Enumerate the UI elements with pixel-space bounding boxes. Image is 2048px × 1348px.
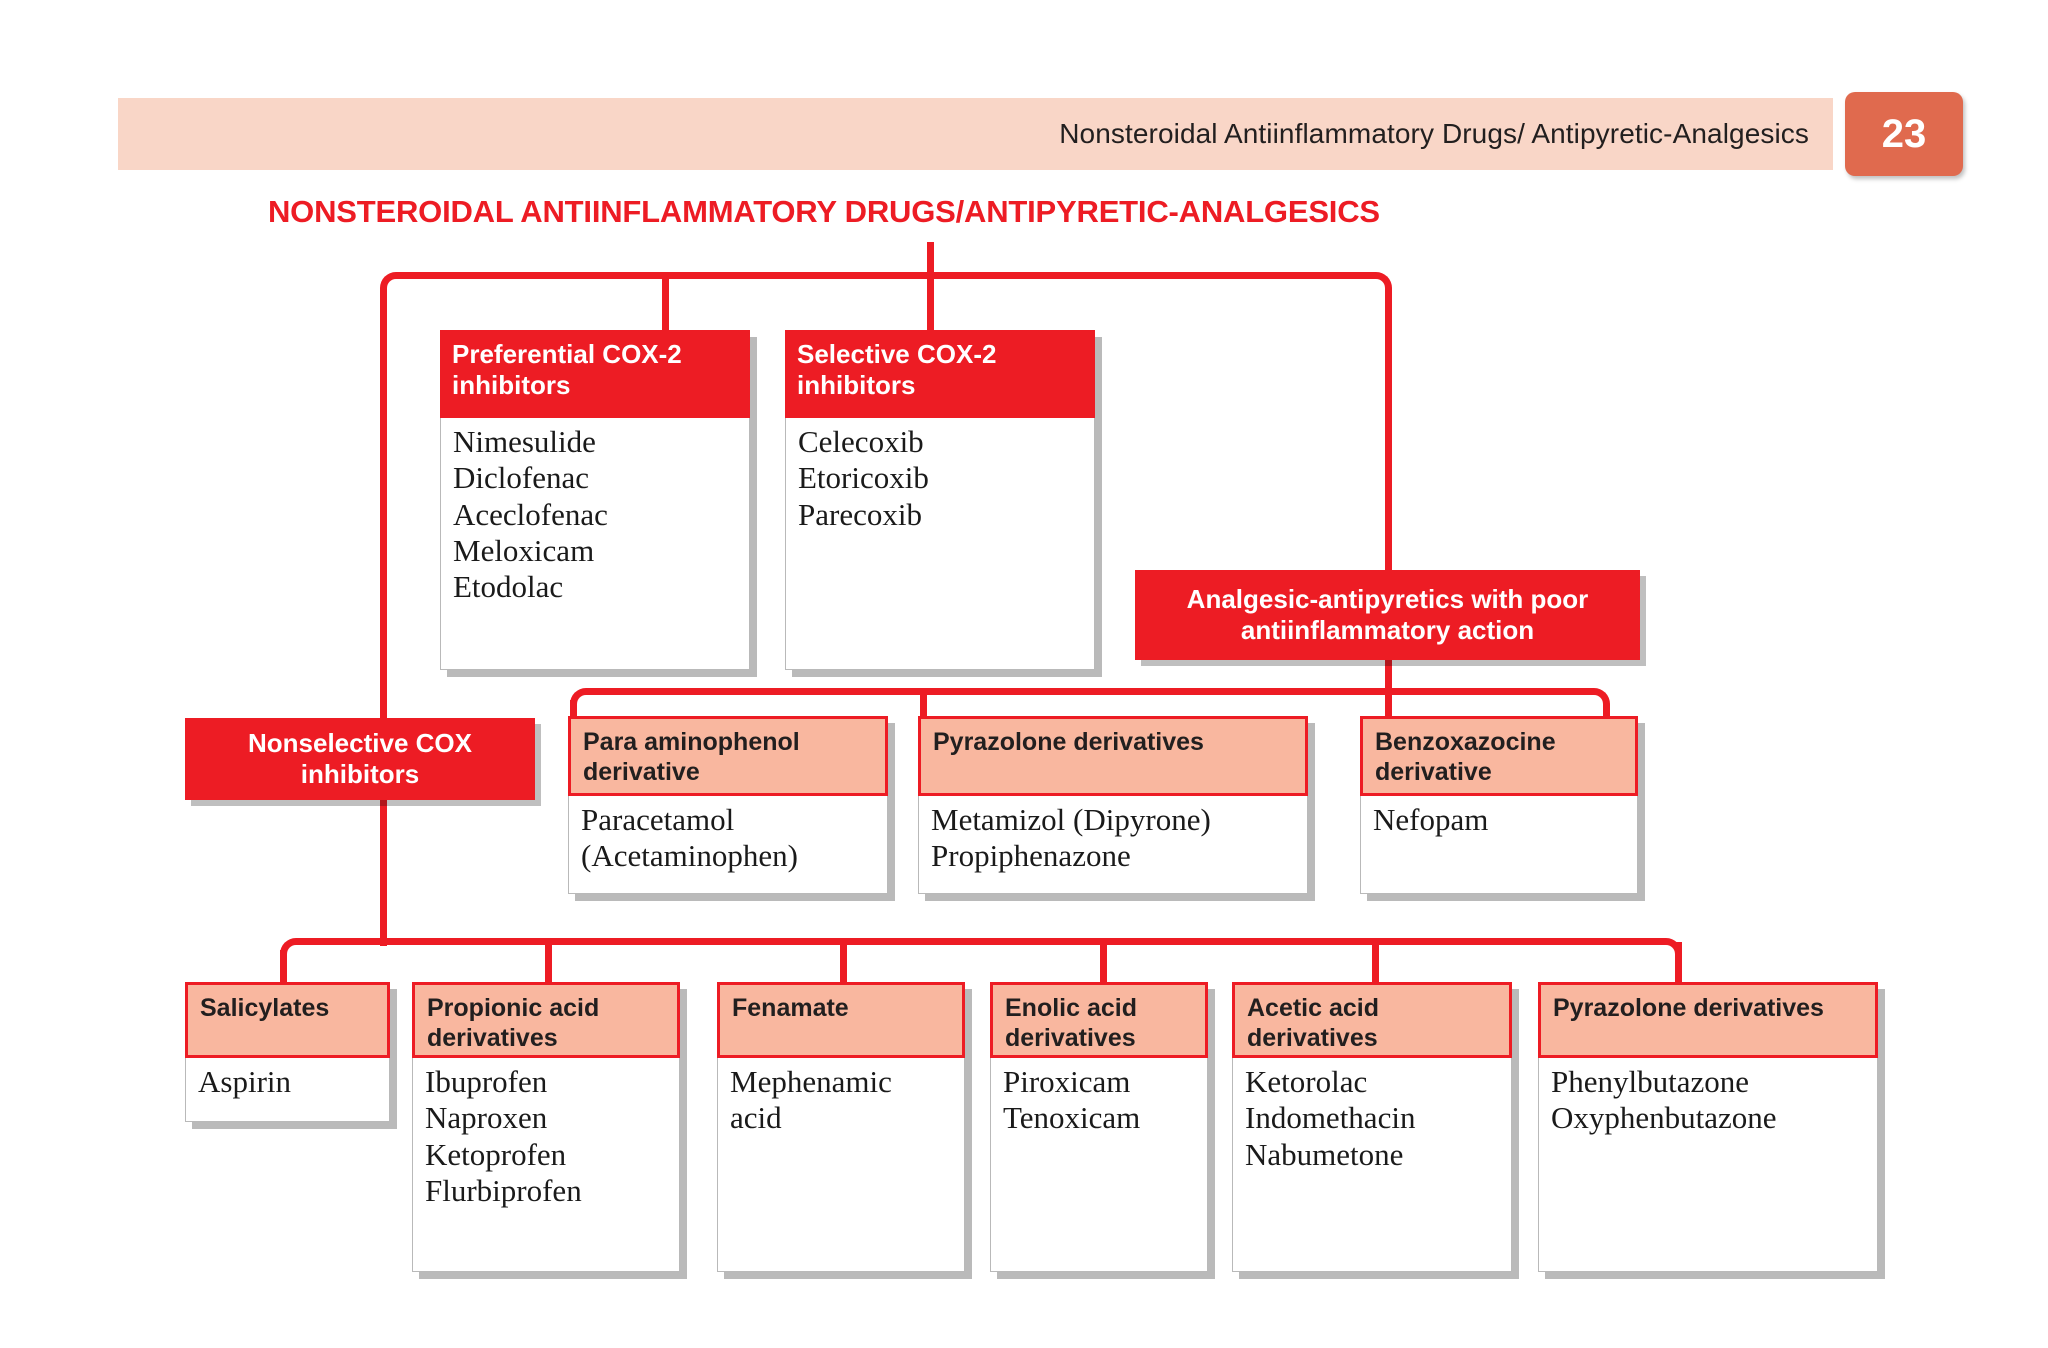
drug-item: Piroxicam — [1003, 1064, 1131, 1099]
page-header-title: Nonsteroidal Antiinflammatory Drugs/ Ant… — [1059, 118, 1809, 149]
card-propionic-acid-list: Ibuprofen Naproxen Ketoprofen Flurbiprof… — [412, 1058, 680, 1272]
drug-item: Meloxicam — [453, 532, 595, 568]
drug-item: Etodolac — [453, 569, 564, 605]
drug-item: Paracetamol — [581, 802, 735, 837]
card-pyrazolone-bottom-title: Pyrazolone derivatives — [1538, 982, 1878, 1058]
card-preferential-cox2[interactable]: Preferential COX-2 inhibitors Nimesulide… — [440, 330, 750, 670]
card-nonselective-cox[interactable]: Nonselective COX inhibitors — [185, 718, 535, 800]
card-benzoxazocine[interactable]: Benzoxazocine derivative Nefopam — [1360, 716, 1638, 894]
drug-item: Mephenamic — [730, 1064, 892, 1099]
card-enolic-acid-list: Piroxicam Tenoxicam — [990, 1058, 1208, 1272]
drug-item: Parecoxib — [798, 496, 922, 532]
drug-item: (Acetaminophen) — [581, 838, 798, 874]
card-acetic-acid[interactable]: Acetic acid derivatives Ketorolac Indome… — [1232, 982, 1512, 1272]
connector-drop-salicylates — [280, 950, 287, 986]
drug-item: Nimesulide — [453, 424, 596, 459]
drug-item: Phenylbutazone — [1551, 1064, 1750, 1099]
connector-title-stem — [927, 242, 934, 282]
card-enolic-acid-title: Enolic acid derivatives — [990, 982, 1208, 1058]
card-acetic-acid-list: Ketorolac Indomethacin Nabumetone — [1232, 1058, 1512, 1272]
connector-drop-fenamate — [840, 942, 847, 986]
card-pyrazolone-derivatives-mid[interactable]: Pyrazolone derivatives Metamizol (Dipyro… — [918, 716, 1308, 894]
connector-drop-pyrazolone-mid — [920, 692, 927, 732]
card-preferential-cox2-list: Nimesulide Diclofenac Aceclofenac Meloxi… — [440, 418, 750, 670]
card-fenamate-list: Mephenamic acid — [717, 1058, 965, 1272]
connector-level1-bus — [380, 272, 1392, 312]
drug-item: Nefopam — [1373, 802, 1489, 837]
card-selective-cox2-list: Celecoxib Etoricoxib Parecoxib — [785, 418, 1095, 670]
connector-drop-benzoxazocine — [1385, 692, 1392, 732]
card-selective-cox2[interactable]: Selective COX-2 inhibitors Celecoxib Eto… — [785, 330, 1095, 670]
card-propionic-acid[interactable]: Propionic acid derivatives Ibuprofen Nap… — [412, 982, 680, 1272]
drug-item: Tenoxicam — [1003, 1100, 1141, 1136]
drug-item: Ketoprofen — [425, 1136, 567, 1172]
connector-drop-enolic — [1100, 942, 1107, 986]
drug-item: acid — [730, 1100, 782, 1136]
connector-analgesic-stem — [1385, 660, 1392, 698]
connector-drop-selective — [927, 276, 934, 336]
card-pyrazolone-derivatives-bottom[interactable]: Pyrazolone derivatives Phenylbutazone Ox… — [1538, 982, 1878, 1272]
drug-item: Indomethacin — [1245, 1100, 1416, 1136]
card-enolic-acid[interactable]: Enolic acid derivatives Piroxicam Tenoxi… — [990, 982, 1208, 1272]
card-salicylates-title: Salicylates — [185, 982, 390, 1058]
drug-item: Aceclofenac — [453, 496, 608, 532]
card-acetic-acid-title: Acetic acid derivatives — [1232, 982, 1512, 1058]
drug-item: Metamizol (Dipyrone) — [931, 802, 1211, 837]
drug-item: Diclofenac — [453, 460, 589, 496]
connector-drop-preferential — [662, 276, 669, 336]
page-number-badge: 23 — [1845, 92, 1963, 176]
drug-item: Oxyphenbutazone — [1551, 1100, 1777, 1136]
card-propionic-acid-title: Propionic acid derivatives — [412, 982, 680, 1058]
card-benzoxazocine-list: Nefopam — [1360, 796, 1638, 894]
card-salicylates-list: Aspirin — [185, 1058, 390, 1122]
connector-drop-analgesic — [1385, 300, 1392, 570]
connector-drop-nonselective — [380, 300, 387, 946]
drug-item: Flurbiprofen — [425, 1172, 582, 1208]
card-fenamate[interactable]: Fenamate Mephenamic acid — [717, 982, 965, 1272]
card-pyrazolone-mid-list: Metamizol (Dipyrone) Propiphenazone — [918, 796, 1308, 894]
diagram-title: NONSTEROIDAL ANTIINFLAMMATORY DRUGS/ANTI… — [268, 194, 1380, 229]
card-preferential-cox2-title: Preferential COX-2 inhibitors — [440, 330, 750, 418]
card-analgesic-antipyretics[interactable]: Analgesic-antipyretics with poor antiinf… — [1135, 570, 1640, 660]
card-pyrazolone-bottom-list: Phenylbutazone Oxyphenbutazone — [1538, 1058, 1878, 1272]
card-para-aminophenol-title: Para aminophenol derivative — [568, 716, 888, 796]
card-fenamate-title: Fenamate — [717, 982, 965, 1058]
card-selective-cox2-title: Selective COX-2 inhibitors — [785, 330, 1095, 418]
connector-drop-acetic — [1372, 942, 1379, 986]
card-benzoxazocine-title: Benzoxazocine derivative — [1360, 716, 1638, 796]
drug-item: Aspirin — [198, 1064, 291, 1099]
card-pyrazolone-mid-title: Pyrazolone derivatives — [918, 716, 1308, 796]
page-header-band: Nonsteroidal Antiinflammatory Drugs/ Ant… — [118, 98, 1833, 170]
card-salicylates[interactable]: Salicylates Aspirin — [185, 982, 390, 1122]
drug-item: Ibuprofen — [425, 1064, 548, 1099]
card-para-aminophenol-list: Paracetamol (Acetaminophen) — [568, 796, 888, 894]
drug-item: Celecoxib — [798, 424, 924, 459]
card-para-aminophenol[interactable]: Para aminophenol derivative Paracetamol … — [568, 716, 888, 894]
drug-item: Naproxen — [425, 1100, 548, 1136]
drug-item: Nabumetone — [1245, 1136, 1404, 1172]
drug-item: Ketorolac — [1245, 1064, 1368, 1099]
drug-item: Etoricoxib — [798, 460, 929, 496]
connector-drop-propionic — [545, 942, 552, 986]
connector-drop-pyrazolone-bottom — [1675, 942, 1682, 986]
connector-level3-bus — [280, 938, 1682, 984]
drug-item: Propiphenazone — [931, 838, 1131, 874]
